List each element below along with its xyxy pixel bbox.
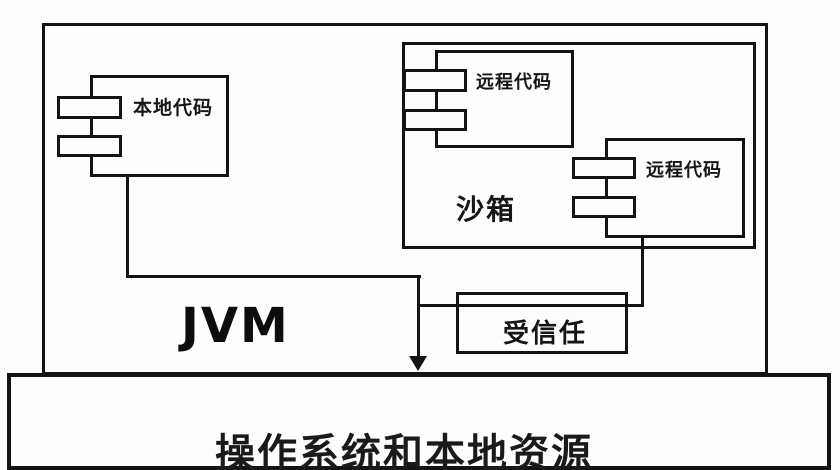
remote-code-top-label: 远程代码 bbox=[476, 72, 552, 92]
edge-to-trusted bbox=[418, 304, 644, 307]
remote-code-bottom-tab-bottom bbox=[572, 196, 636, 218]
remote-code-bottom-box bbox=[605, 138, 745, 238]
os-label: 操作系统和本地资源 bbox=[215, 431, 593, 470]
edge-arrow-stem bbox=[417, 275, 420, 357]
trusted-box bbox=[456, 292, 628, 354]
local-code-label: 本地代码 bbox=[133, 98, 214, 119]
sandbox-label: 沙箱 bbox=[456, 194, 517, 225]
jvm-label: JVM bbox=[181, 298, 290, 354]
remote-code-top-tab-bottom bbox=[403, 109, 467, 131]
edge-local-code-down bbox=[126, 176, 129, 278]
remote-code-top-tab-top bbox=[403, 69, 467, 92]
remote-code-bottom-tab-top bbox=[572, 157, 636, 179]
local-code-tab-bottom bbox=[57, 135, 122, 157]
arrowhead-down-icon bbox=[409, 356, 427, 371]
edge-remote-code-down bbox=[641, 237, 644, 307]
trusted-label: 受信任 bbox=[503, 318, 588, 348]
os-box bbox=[7, 373, 831, 470]
local-code-tab-top bbox=[57, 96, 122, 119]
remote-code-top-box bbox=[435, 50, 574, 148]
local-code-box bbox=[90, 75, 229, 177]
edge-local-code-horizontal bbox=[126, 275, 421, 278]
remote-code-bottom-label: 远程代码 bbox=[646, 160, 722, 180]
